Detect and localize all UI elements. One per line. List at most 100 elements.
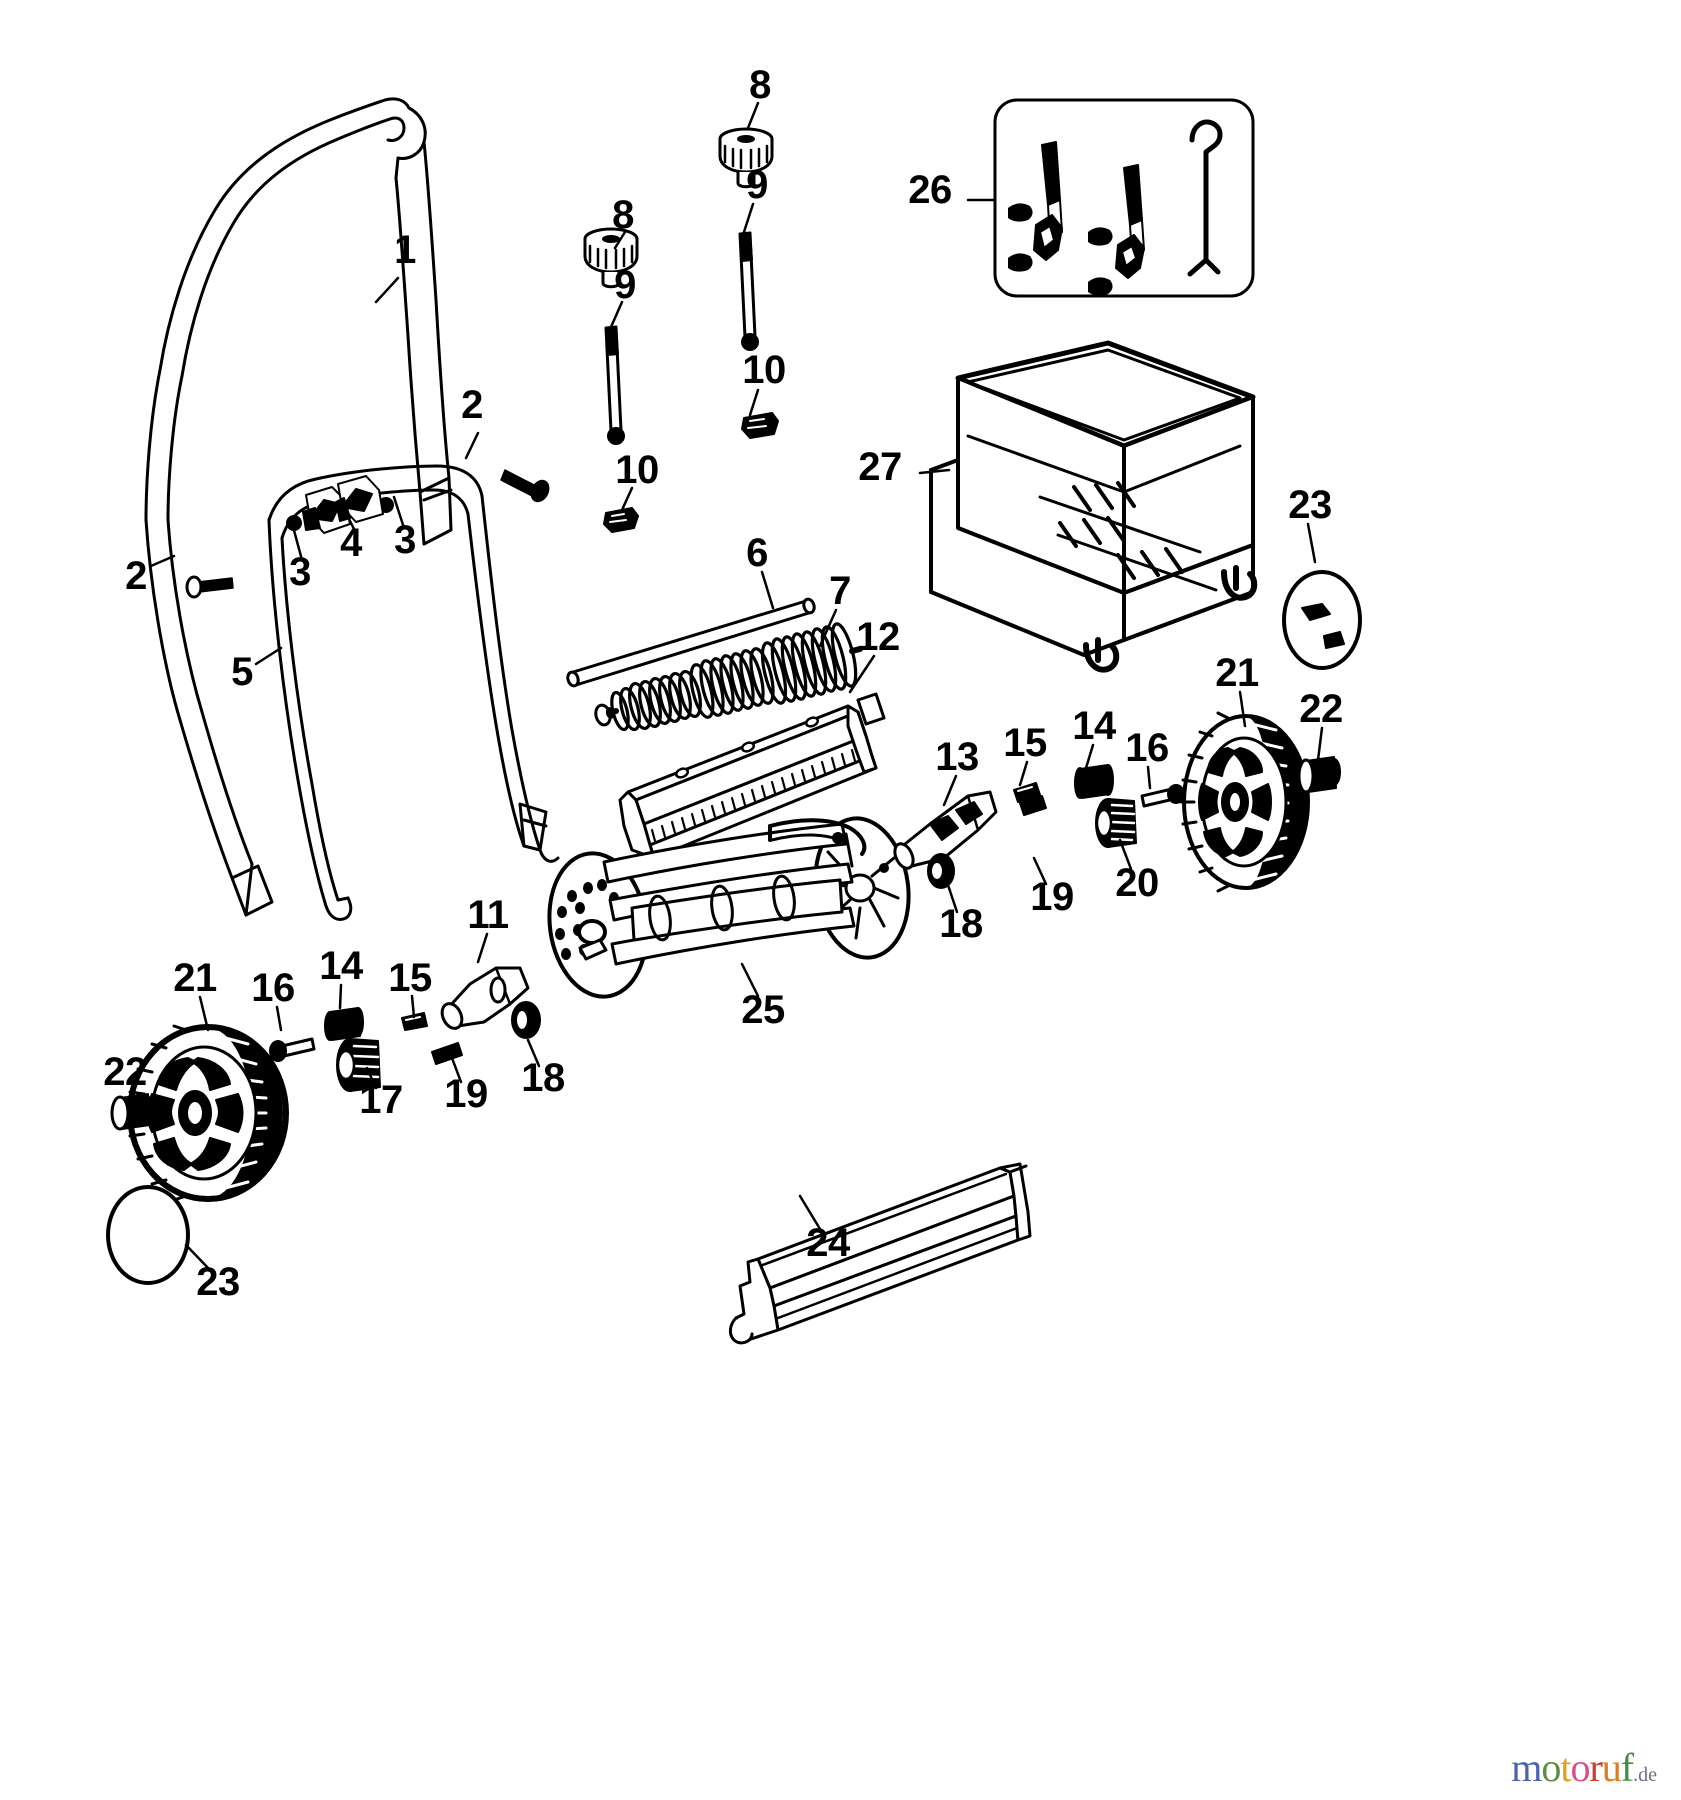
callout-wheel-cover-left: 23 [196,1260,240,1304]
handle-assembly [144,97,560,921]
part-27-grass-catcher [929,340,1258,673]
part-14-bushing-left [324,1007,364,1041]
callout-clip-left: 10 [615,448,659,492]
part-23-wheel-cover-right [1282,570,1362,670]
part-22-hubcap-left [110,1093,155,1131]
callout-rod: 6 [746,531,768,575]
leader-line-drive-gear-left [365,1066,378,1090]
watermark-letter: u [1601,1745,1622,1790]
leader-line-screw-wheel-left [275,1005,283,1032]
motoruf-watermark: motoruf.de [1511,1748,1657,1788]
watermark-letter: o [1541,1745,1561,1790]
part-2-screw-right [500,469,550,503]
callout-axle-bracket-left: 11 [467,893,509,937]
part-4-grip-brackets [302,475,384,534]
part-10-clip-left [603,507,639,533]
leader-line-rivet-right [392,495,406,530]
leader-line-clip-right [748,388,760,417]
leader-line-wheel-cover-right [1306,522,1317,564]
part-15-key-left [401,1012,428,1031]
leader-line-lower-shield-guard [798,1194,822,1231]
leader-line-handle-upper-bail [374,276,400,304]
callout-key-right: 15 [1003,721,1047,765]
callout-hubcap-screw-right: 22 [1299,687,1343,731]
leader-line-brush-roller-coil [818,608,838,648]
part-26-hardware-kit [993,98,1255,298]
part-22-hubcap-right [1297,756,1341,794]
leader-line-screw-lower-left [149,554,176,568]
callout-bolt-right: 9 [746,163,768,207]
leader-line-bushing-right [1084,743,1095,770]
watermark-suffix: .de [1633,1764,1657,1786]
callout-rivet-left: 3 [289,550,311,594]
callout-bolt-left: 9 [614,263,636,307]
part-21-wheel-right [1179,711,1310,893]
part-2-screw-left [185,575,234,599]
leader-line-key-left [410,994,416,1019]
callout-shim-left: 19 [444,1072,488,1116]
leader-line-wheel-left [198,995,210,1032]
callout-clip-right: 10 [742,348,786,392]
callout-knob-right: 8 [749,63,771,107]
part-20-pinion-gear [1095,798,1137,848]
callout-handle-upper-bail: 1 [394,228,416,272]
part-12-cutter-bar [618,692,886,860]
part-15-key-right [1013,782,1041,803]
callout-hardware-kit-inset: 26 [908,168,952,212]
leader-line-wheel-right [1238,690,1247,728]
watermark-letter: t [1560,1745,1571,1790]
callout-rivet-right: 3 [394,518,416,562]
callout-screw-upper-right: 2 [461,383,483,427]
part-14-bushing-right [1074,764,1114,799]
part-24-lower-shield [728,1162,1032,1345]
callout-wheel-left: 21 [173,956,217,1000]
leader-line-rivet-left [290,521,304,562]
part-9-bolt-left [604,325,625,445]
callout-hubcap-screw-left: 22 [103,1050,147,1094]
watermark-letter: r [1589,1745,1602,1790]
callout-screw-wheel-right: 16 [1125,726,1169,770]
leader-line-shim-right [1032,856,1048,886]
leader-line-shim-left [450,1056,463,1084]
callout-handle-lower-frame: 5 [231,650,253,694]
callout-bushing-left: 14 [319,944,363,988]
callout-key-left: 15 [388,956,432,1000]
callout-cutter-bar: 12 [856,615,900,659]
leader-line-rod [760,570,775,610]
leader-line-grass-catcher-box [918,468,951,475]
part-19-shim-left [431,1042,463,1065]
callout-knob-left: 8 [612,193,634,237]
leader-line-axle-bracket-right [942,774,958,807]
part-11-axle-bracket-left [440,966,530,1030]
leader-line-bolt-left [609,300,624,329]
callout-drive-gear-left: 17 [359,1078,403,1122]
part-18-bushing-right [927,853,955,889]
callout-screw-wheel-left: 16 [251,966,295,1010]
callout-brush-roller-coil: 7 [829,569,851,613]
leader-line-clip-left [620,486,634,512]
part-23-wheel-cover-left [106,1185,190,1285]
callout-wheel-cover-right: 23 [1288,483,1332,527]
callout-handle-grip-bracket: 4 [340,521,362,565]
callout-pinion-gear: 20 [1115,861,1159,905]
callout-bushing-right: 14 [1072,704,1116,748]
watermark-letter: f [1620,1745,1634,1790]
part-25-reel-assembly [547,816,911,999]
callout-bushing-small-right: 18 [939,902,983,946]
part-8-knob-right [718,127,774,189]
part-13-axle-bracket-right [893,790,998,870]
callout-lower-shield-guard: 24 [806,1221,850,1265]
leader-line-hubcap-screw-right [1316,726,1324,762]
leader-line-cutter-bar [848,654,876,694]
part-3-rivet-left [286,515,302,531]
part-10-clip-right [741,412,779,439]
leader-line-key-right [1018,760,1029,787]
leader-line-axle-bracket-left [476,932,489,964]
part-16-screw-right [1140,784,1185,808]
callout-shim-right: 19 [1030,875,1074,919]
leader-line-pinion-gear [1118,838,1133,871]
leader-line-handle-lower-frame [254,646,283,666]
callout-wheel-right: 21 [1215,651,1259,695]
